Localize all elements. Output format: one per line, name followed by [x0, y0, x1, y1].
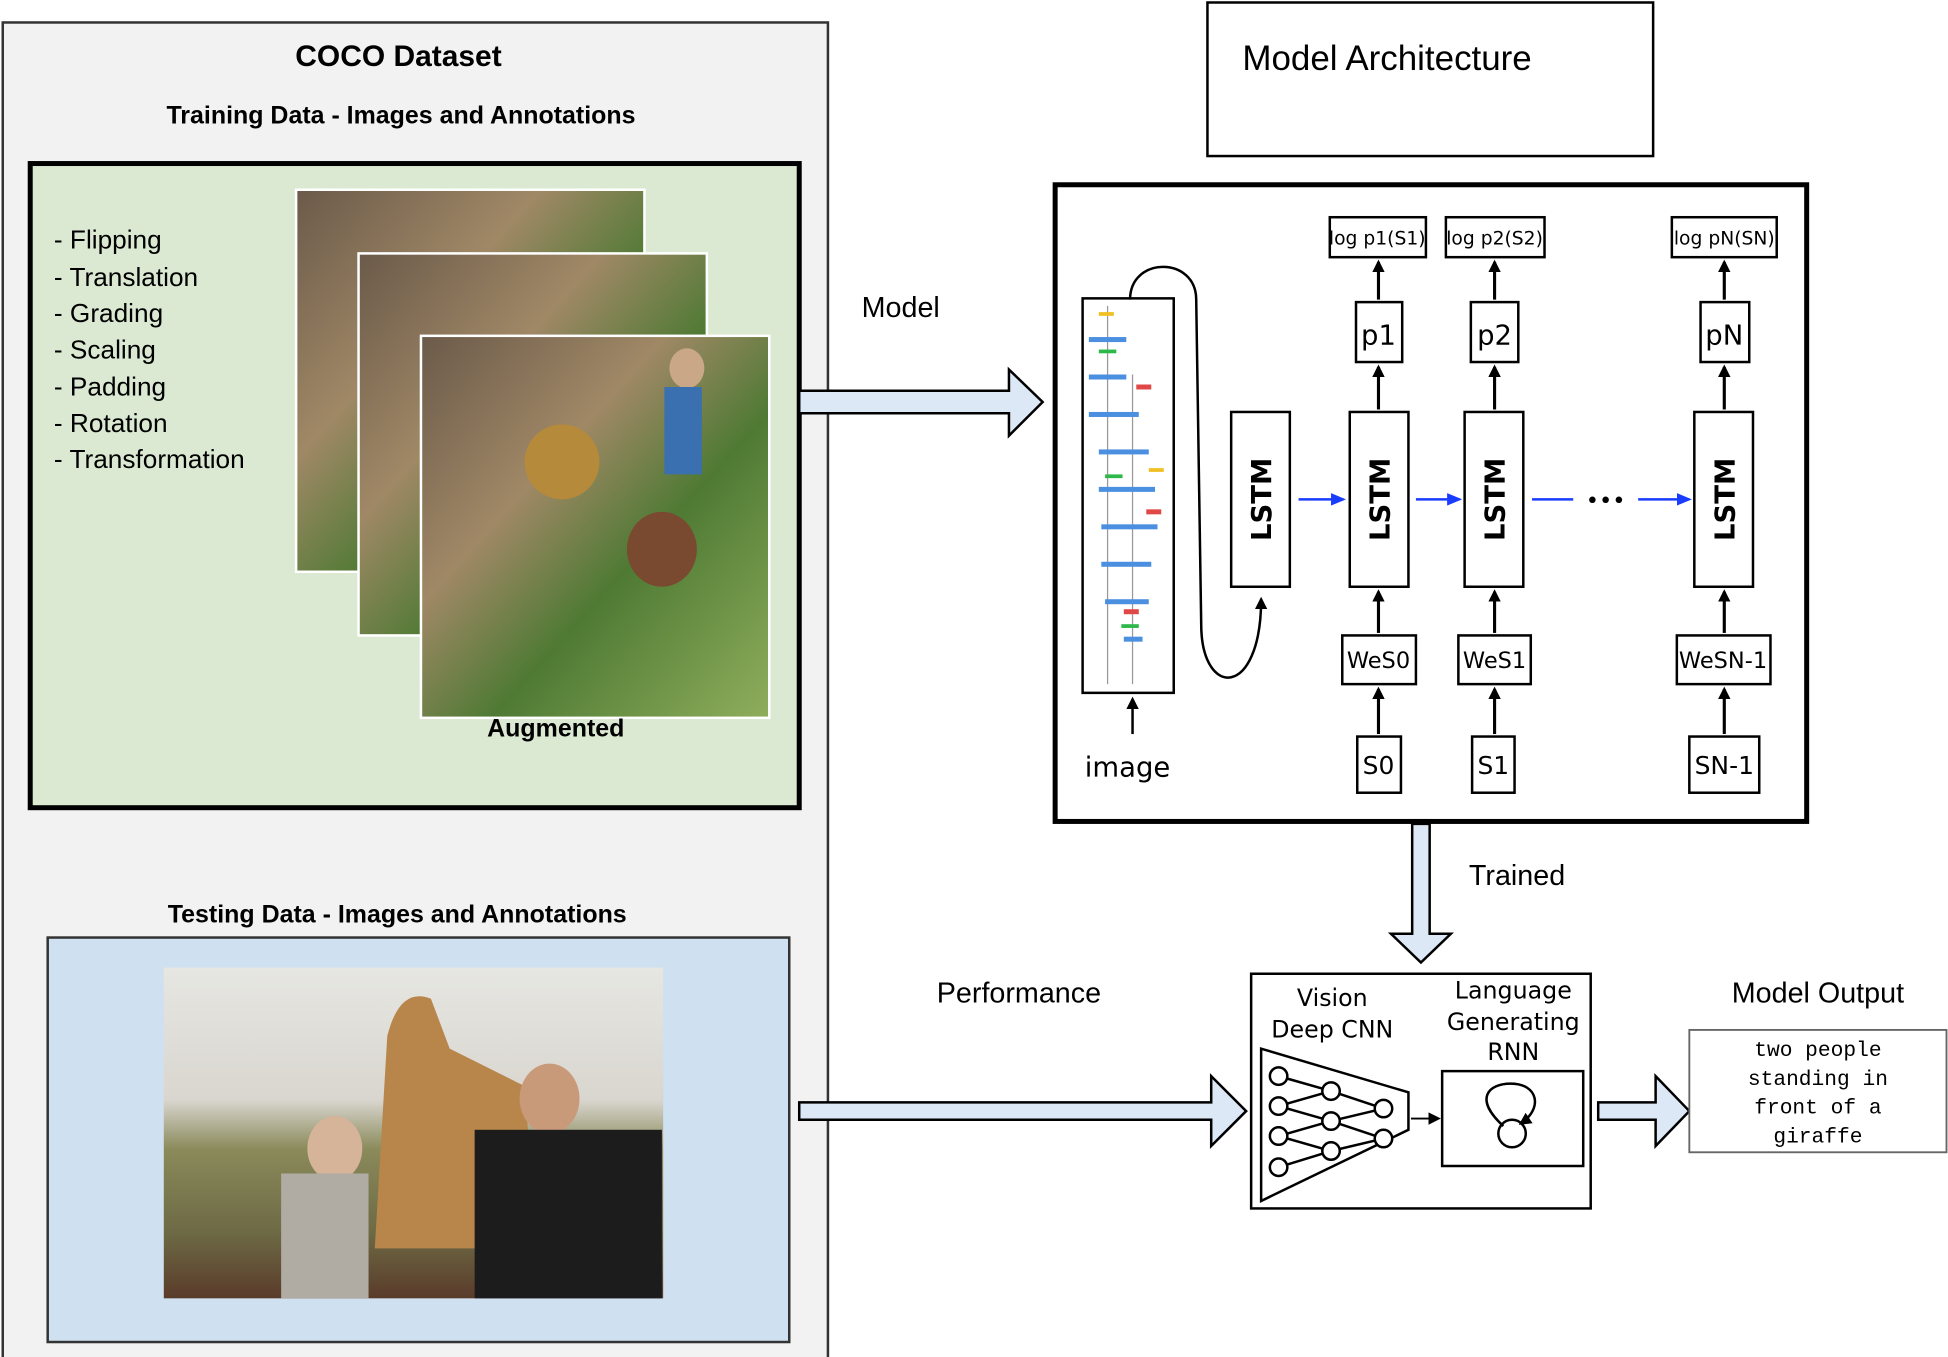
svg-text:LSTM: LSTM — [1481, 458, 1512, 541]
cnn-icon — [1259, 1046, 1410, 1203]
lstm-cell: LSTM — [1693, 410, 1755, 588]
input-box — [1688, 735, 1761, 794]
language-label: Generating — [1447, 1008, 1580, 1036]
vision-label: Deep CNN — [1271, 1015, 1393, 1043]
performance-label: Performance — [937, 977, 1101, 1009]
rnn-icon — [1440, 1069, 1585, 1168]
vision-label: Vision — [1297, 984, 1368, 1012]
embedding-box — [1457, 634, 1533, 686]
model-label: Model — [862, 292, 940, 324]
prob-box — [1699, 300, 1751, 364]
input-label: S1 — [1477, 751, 1509, 780]
output-caption-line: two people — [1754, 1039, 1881, 1063]
language-label: Language — [1455, 977, 1572, 1005]
cnn-to-lstm-connector — [1128, 265, 1268, 679]
input-label: SN-1 — [1695, 751, 1754, 780]
flow-arrows — [1372, 259, 1731, 735]
log-prob-box — [1670, 215, 1778, 259]
output-arrow — [1596, 1073, 1692, 1150]
prob-label: pN — [1705, 321, 1743, 352]
trained-arrow — [1387, 822, 1454, 965]
prob-label: p2 — [1477, 321, 1512, 352]
input-label: S0 — [1363, 751, 1395, 780]
input-box — [1470, 735, 1516, 794]
training-title: Training Data - Images and Annotations — [166, 102, 635, 130]
prob-label: p1 — [1361, 321, 1396, 352]
training-image — [419, 334, 771, 720]
embedding-label: WeSN-1 — [1679, 648, 1767, 674]
svg-text:LSTM: LSTM — [1366, 458, 1397, 541]
output-title: Model Output — [1732, 977, 1904, 1009]
output-caption-line: front of a — [1754, 1097, 1882, 1121]
augmented-image-stack — [294, 188, 771, 720]
ellipsis: ••• — [1586, 488, 1626, 514]
lstm-cell: LSTM — [1463, 410, 1525, 588]
output-caption-line: standing in — [1748, 1068, 1888, 1092]
prob-box — [1469, 300, 1520, 364]
augmentation-item: - Flipping — [54, 224, 162, 254]
testing-image — [163, 967, 664, 1299]
augmentation-item: - Transformation — [54, 444, 245, 474]
embedding-label: WeS0 — [1347, 648, 1410, 674]
performance-arrow — [797, 1073, 1248, 1150]
lstm-cell: LSTM — [1229, 410, 1292, 588]
augmented-label: Augmented — [487, 715, 624, 743]
language-label: RNN — [1487, 1038, 1539, 1066]
augmentation-item: - Translation — [54, 262, 198, 292]
augmentation-item: - Scaling — [54, 334, 156, 364]
svg-text:LSTM: LSTM — [1710, 458, 1741, 541]
testing-title: Testing Data - Images and Annotations — [168, 901, 627, 929]
input-box — [1356, 735, 1403, 794]
log-prob-box — [1444, 215, 1546, 259]
image-label: image — [1085, 752, 1171, 783]
architecture-title: Model Architecture — [1242, 39, 1531, 78]
prob-box — [1354, 300, 1404, 364]
model-arrow — [797, 366, 1045, 439]
log-prob-label: log pN(SN) — [1674, 229, 1775, 250]
architecture-title-box — [1206, 1, 1655, 158]
augmentation-item: - Rotation — [54, 408, 168, 438]
lstm-cell: LSTM — [1348, 410, 1410, 588]
log-prob-box — [1328, 215, 1428, 259]
log-prob-label: log p2(S2) — [1446, 229, 1543, 250]
dataset-title: COCO Dataset — [295, 40, 501, 73]
augmentation-list: - Flipping - Translation - Grading - Sca… — [54, 224, 245, 474]
trained-label: Trained — [1469, 860, 1565, 892]
svg-text:LSTM: LSTM — [1247, 458, 1278, 541]
output-caption-line: giraffe — [1773, 1125, 1862, 1149]
cnn-network-strip — [1081, 297, 1175, 695]
embedding-label: WeS1 — [1463, 648, 1526, 674]
augmentation-item: - Grading — [54, 298, 163, 328]
embedding-box — [1341, 634, 1418, 686]
output-box — [1688, 1028, 1948, 1154]
embedding-box — [1675, 634, 1772, 686]
log-prob-label: log p1(S1) — [1329, 229, 1426, 250]
augmentation-item: - Padding — [54, 372, 166, 402]
